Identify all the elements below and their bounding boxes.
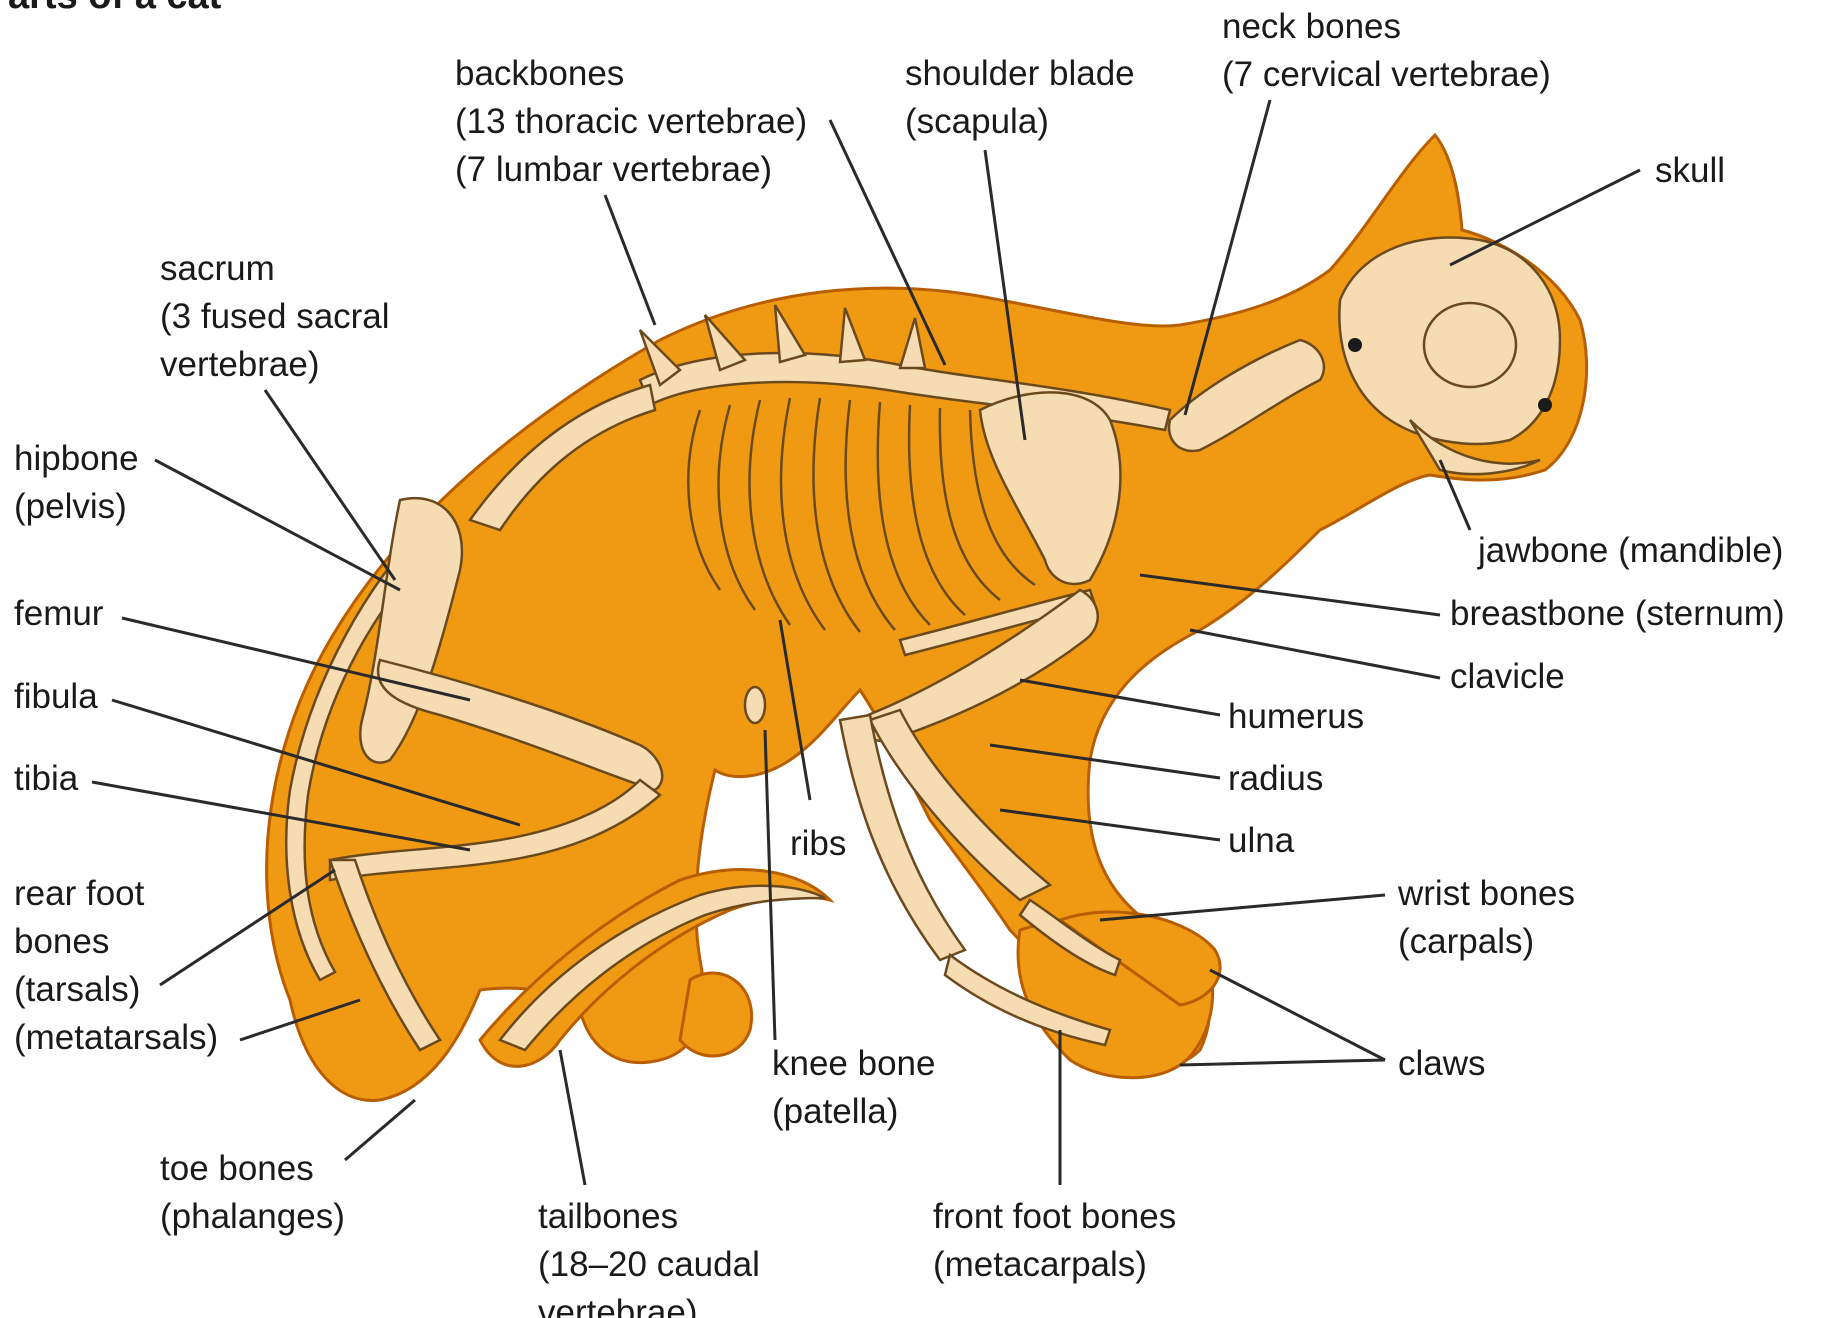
leader-skull [1450, 170, 1640, 265]
label-jawbone: jawbone (mandible) [1477, 531, 1783, 570]
label-knee-bone: knee bone (patella) [772, 1044, 945, 1131]
label-breastbone: breastbone (sternum) [1450, 594, 1785, 633]
label-humerus: humerus [1228, 697, 1364, 736]
leader-claws-1 [1210, 970, 1385, 1060]
leader-hipbone [155, 460, 400, 590]
leader-backbones [605, 195, 655, 325]
label-skull: skull [1655, 151, 1725, 190]
rear-paw [680, 973, 752, 1056]
label-front-foot: front foot bones (metacarpals) [933, 1197, 1186, 1284]
label-neck-bones: neck bones (7 cervical vertebrae) [1222, 7, 1551, 94]
label-tibia: tibia [14, 759, 79, 798]
label-fibula: fibula [14, 677, 98, 716]
nose [1538, 398, 1552, 412]
label-hipbone: hipbone (pelvis) [14, 439, 148, 526]
label-shoulder-blade: shoulder blade (scapula) [905, 54, 1144, 141]
leader-clavicle [1190, 630, 1440, 678]
label-clavicle: clavicle [1450, 657, 1565, 696]
leader-tailbones [560, 1050, 585, 1185]
label-wrist-bones: wrist bones (carpals) [1397, 874, 1585, 961]
page-title: arts of a cat [8, 0, 222, 17]
ear-hole [1348, 338, 1362, 352]
leader-wrist-bones [1100, 895, 1385, 920]
label-tailbones: tailbones (18–20 caudal vertebrae) [538, 1197, 770, 1318]
leader-claws-2 [1180, 1060, 1385, 1065]
label-sacrum: sacrum (3 fused sacral vertebrae) [160, 249, 399, 384]
label-ulna: ulna [1228, 821, 1295, 860]
leader-toe-bones [345, 1100, 415, 1160]
label-toe-bones: toe bones (phalanges) [160, 1149, 345, 1236]
label-backbones: backbones (13 thoracic vertebrae) (7 lum… [455, 54, 817, 189]
label-claws: claws [1398, 1044, 1486, 1083]
patella-bone [745, 687, 765, 723]
label-ribs: ribs [790, 824, 846, 863]
label-femur: femur [14, 594, 104, 633]
label-radius: radius [1228, 759, 1323, 798]
